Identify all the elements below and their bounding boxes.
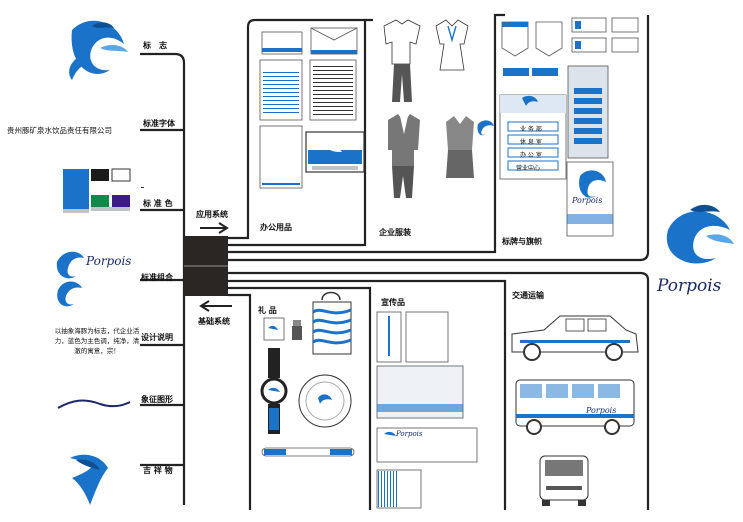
dolphin-logo-icon [69, 20, 128, 80]
flag-brand-name: Porpois [572, 196, 603, 205]
section-gifts: 礼 品 [258, 306, 277, 315]
section-transport: 交通运输 [512, 291, 544, 300]
combo-dolphin-icon [56, 251, 84, 307]
brand-name-large: Porpois [657, 276, 722, 296]
label-design-note: 设计说明 [141, 333, 173, 342]
hub-application-system: 应用系统 [196, 210, 228, 219]
hub-basic-system: 基础系统 [198, 317, 230, 326]
letterhead-lines-1 [263, 72, 299, 116]
bus-brand-name: Porpois [586, 406, 617, 415]
section-office: 办公用品 [260, 223, 292, 232]
hub-block [184, 236, 228, 296]
letterhead-lines-2 [313, 66, 353, 116]
sign-dept-2: 休 息 室 [520, 139, 542, 146]
section-uniform: 企业服装 [379, 228, 411, 237]
sign-dept-1: 业 务 部 [520, 126, 542, 133]
label-mascot: 吉 祥 物 [143, 466, 173, 475]
promo-brand-name: Porpois [396, 430, 423, 438]
label-symbol: 象征图形 [141, 395, 173, 404]
mascot-dolphin-icon [70, 454, 108, 505]
label-standard-color: 标 准 色 [143, 199, 173, 208]
hub-divider [184, 265, 228, 267]
sign-dept-4: 营业中心 [516, 165, 541, 172]
combo-brand-name: Porpois [86, 254, 132, 268]
sign-dept-3: 办 公 室 [520, 152, 542, 159]
label-logo: 标 志 [143, 41, 167, 50]
company-name: 贵州豚矿泉水饮品责任有限公司 [7, 126, 112, 135]
label-standard-font: 标准字体 [143, 119, 175, 128]
promo-stripes [378, 471, 398, 507]
section-signage: 标牌与旗帜 [502, 237, 542, 246]
section-promo: 宣传品 [381, 298, 405, 307]
design-description: 以抽象海豚为标志，代企业活力，蓝色为主色调，纯净，清澈的寓意，宗！ [54, 327, 140, 355]
label-standard-combo: 标准组合 [141, 273, 173, 282]
